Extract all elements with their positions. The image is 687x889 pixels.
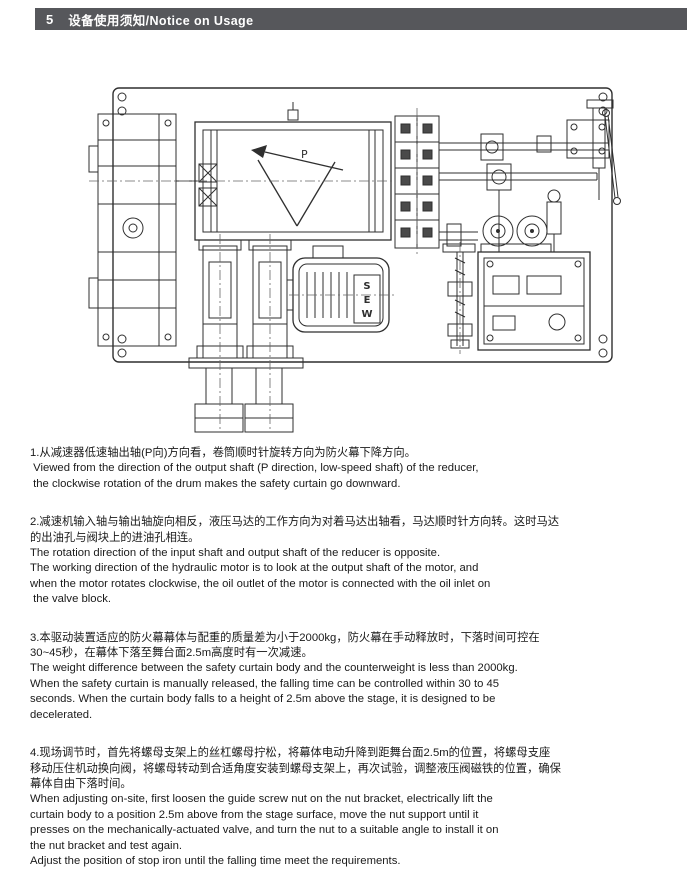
notice-text: 1.从减速器低速轴出轴(P向)方向看，卷筒顺时针旋转方向为防火幕下降方向。 Vi… xyxy=(30,446,664,889)
paragraph-line: presses on the mechanically-actuated val… xyxy=(30,824,499,837)
paragraph-line: The working direction of the hydraulic m… xyxy=(30,562,479,575)
right-actuator xyxy=(566,99,621,205)
paragraph-line: 幕体自由下落时间。 xyxy=(30,777,132,790)
guide-screw-rod xyxy=(442,243,476,349)
drum-direction-label: P xyxy=(301,148,308,161)
section-title: 设备使用须知/Notice on Usage xyxy=(68,13,254,28)
paragraph-line: The weight difference between the safety… xyxy=(30,662,518,675)
paragraph-line: 移动压住机动换向阀，将螺母转动到合适角度安装到螺母支架上，再次试验，调整液压阀磁… xyxy=(30,762,561,775)
paragraph-line: When the safety curtain is manually rele… xyxy=(30,677,500,690)
reducer-gearbox xyxy=(88,113,177,347)
paragraph-3: 3.本驱动装置适应的防火幕幕体与配重的质量差为小于2000kg，防火幕在手动释放… xyxy=(30,631,664,723)
motor-brand-letter: S xyxy=(363,281,370,292)
assembly-drawing: P xyxy=(85,84,625,436)
paragraph-line: 3.本驱动装置适应的防火幕幕体与配重的质量差为小于2000kg，防火幕在手动释放… xyxy=(30,631,540,644)
paragraph-line: Viewed from the direction of the output … xyxy=(30,462,479,475)
paragraph-line: 的出油孔与阀块上的进油孔相连。 xyxy=(30,531,200,544)
paragraph-line: when the motor rotates clockwise, the oi… xyxy=(30,577,491,590)
paragraph-line: 1.从减速器低速轴出轴(P向)方向看，卷筒顺时针旋转方向为防火幕下降方向。 xyxy=(30,447,416,459)
paragraph-line: the valve block. xyxy=(30,593,112,606)
base-plate xyxy=(112,87,613,363)
paragraph-4: 4.现场调节时，首先将螺母支架上的丝杠螺母拧松，将幕体电动升降到距舞台面2.5m… xyxy=(30,746,664,869)
paragraph-line: decelerated. xyxy=(30,708,93,721)
paragraph-line: The rotation direction of the input shaf… xyxy=(30,547,441,560)
support-legs xyxy=(188,357,304,433)
rotation-arrow xyxy=(251,145,344,227)
motor-brand-letter: E xyxy=(364,295,371,306)
valve-block xyxy=(477,215,591,351)
motor-brand-letter: W xyxy=(361,309,372,320)
section-number: 5 xyxy=(46,11,54,27)
paragraph-line: 2.减速机输入轴与输出轴旋向相反，液压马达的工作方向为对着马达出轴看，马达顺时针… xyxy=(30,516,560,529)
mounting-bracket xyxy=(394,115,478,249)
paragraph-line: 30~45秒，在幕体下落至舞台面2.5m高度时有一次减速。 xyxy=(30,647,313,660)
hydraulic-cylinders xyxy=(196,239,294,359)
centerlines xyxy=(89,108,461,432)
paragraph-line: 4.现场调节时，首先将螺母支架上的丝杠螺母拧松，将幕体电动升降到距舞台面2.5m… xyxy=(30,747,551,760)
paragraph-line: seconds. When the curtain body falls to … xyxy=(30,693,496,706)
paragraph-2: 2.减速机输入轴与输出轴旋向相反，液压马达的工作方向为对着马达出轴看，马达顺时针… xyxy=(30,515,664,607)
hydraulic-piping xyxy=(439,133,610,252)
paragraph-line: the clockwise rotation of the drum makes… xyxy=(30,477,401,490)
paragraph-line: Adjust the position of stop iron until t… xyxy=(30,854,401,867)
paragraph-line: When adjusting on-site, first loosen the… xyxy=(30,793,493,806)
paragraph-line: curtain body to a position 2.5m above fr… xyxy=(30,808,479,821)
drum-housing: P xyxy=(176,102,392,241)
paragraph-line: the nut bracket and test again. xyxy=(30,839,182,852)
drive-unit-diagram: P xyxy=(88,87,621,433)
paragraph-1: 1.从减速器低速轴出轴(P向)方向看，卷筒顺时针旋转方向为防火幕下降方向。 Vi… xyxy=(30,446,664,492)
section-header: 5 设备使用须知/Notice on Usage xyxy=(35,8,687,30)
sew-motor: S E W xyxy=(292,245,390,333)
